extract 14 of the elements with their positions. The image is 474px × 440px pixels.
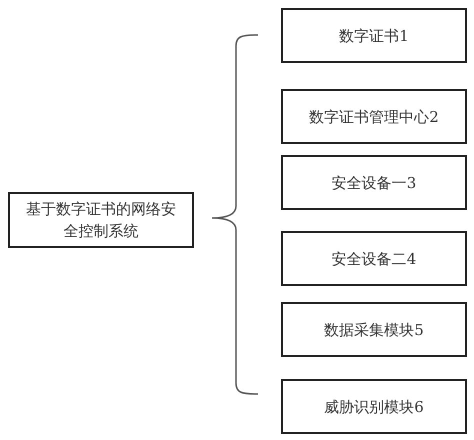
box-label: 数据采集模块5 bbox=[324, 320, 424, 340]
module-box bbox=[281, 302, 467, 357]
module-box bbox=[281, 379, 467, 434]
box-label: 安全设备一3 bbox=[332, 172, 416, 194]
module-box bbox=[281, 89, 467, 144]
box-label: 威胁识别模块6 bbox=[324, 396, 424, 418]
box-label: 数字证书管理中心2 bbox=[309, 106, 439, 128]
system-box bbox=[8, 192, 194, 248]
box-label: 基于数字证书的网络安全控制系统 bbox=[25, 199, 177, 242]
box-label: 安全设备二4 bbox=[332, 248, 416, 270]
module-box bbox=[281, 231, 467, 286]
box-label: 数字证书1 bbox=[339, 26, 409, 46]
module-box bbox=[281, 8, 467, 63]
module-box bbox=[281, 155, 467, 210]
